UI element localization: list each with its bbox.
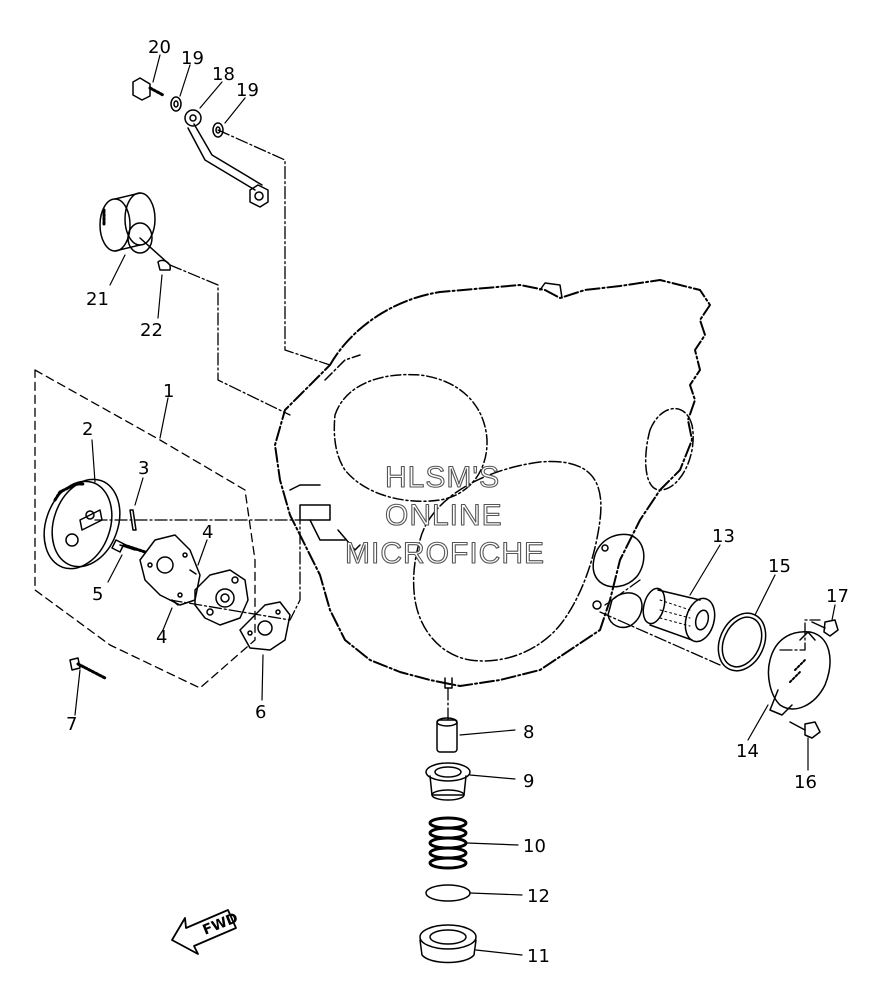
filter-cover: [767, 631, 831, 716]
oil-filter: [642, 587, 716, 643]
callout-15: 15: [768, 556, 791, 577]
callout-11: 11: [527, 946, 550, 967]
callout-7: 7: [66, 714, 77, 735]
callout-5: 5: [92, 584, 103, 605]
watermark-line-1: HLSM'S: [385, 461, 500, 494]
callout-19-lower: 19: [236, 80, 259, 101]
callout-4-upper: 4: [202, 522, 213, 543]
callout-10: 10: [523, 836, 546, 857]
pump-assembly-box: [34, 369, 256, 689]
pump-bolt: [69, 657, 107, 680]
filter-o-ring-inner: [721, 616, 763, 668]
filter-o-ring: [717, 612, 767, 672]
valve-spring: [428, 816, 468, 870]
valve-plug: [419, 924, 477, 964]
callout-1: 1: [163, 381, 174, 402]
woodruff-key: [157, 259, 171, 271]
callout-16: 16: [794, 772, 817, 793]
pump-screw: [111, 539, 147, 554]
pump-rotor-housing: [194, 569, 249, 626]
callout-2: 2: [82, 419, 93, 440]
callout-3: 3: [138, 458, 149, 479]
dowel-pin-lower: [171, 599, 179, 606]
cover-bolt-upper: [811, 619, 839, 637]
callout-17: 17: [826, 586, 849, 607]
callout-6: 6: [255, 702, 266, 723]
cover-bolt-lower: [789, 721, 821, 739]
union-bolt: [132, 77, 165, 101]
pump-drive-gear: [43, 478, 121, 570]
watermark: HLSM'S ONLINE MICROFICHE: [344, 460, 545, 570]
callout-9: 9: [523, 771, 534, 792]
valve-o-ring: [425, 884, 471, 902]
pump-gasket: [239, 601, 291, 651]
callout-12: 12: [527, 886, 550, 907]
leader-lines: [94, 129, 821, 721]
callout-4-lower: 4: [156, 627, 167, 648]
callout-22: 22: [140, 320, 163, 341]
callout-21: 21: [86, 289, 109, 310]
callout-13: 13: [712, 526, 735, 547]
watermark-line-3: MICROFICHE: [345, 537, 545, 570]
callout-8: 8: [523, 722, 534, 743]
forward-direction-arrow: FWD: [171, 909, 240, 955]
copper-washers: [170, 96, 224, 138]
watermark-line-2: ONLINE: [385, 499, 503, 532]
drive-rotor: [99, 192, 171, 266]
callout-18: 18: [212, 64, 235, 85]
relief-valve: [436, 717, 458, 753]
crankcase: [274, 279, 711, 689]
pin-part: [129, 509, 137, 531]
callout-leaders: [74, 54, 836, 956]
callout-numbers: 20 19 18 19 21 22 1 2 3 4 5 4 6 7 8 9 10…: [66, 37, 849, 967]
callout-20: 20: [148, 37, 171, 58]
dowel-pin-upper: [189, 569, 197, 575]
callout-14: 14: [736, 741, 759, 762]
callout-19-upper: 19: [181, 48, 204, 69]
oil-delivery-pipe: [184, 109, 269, 208]
valve-holder: [425, 762, 471, 801]
